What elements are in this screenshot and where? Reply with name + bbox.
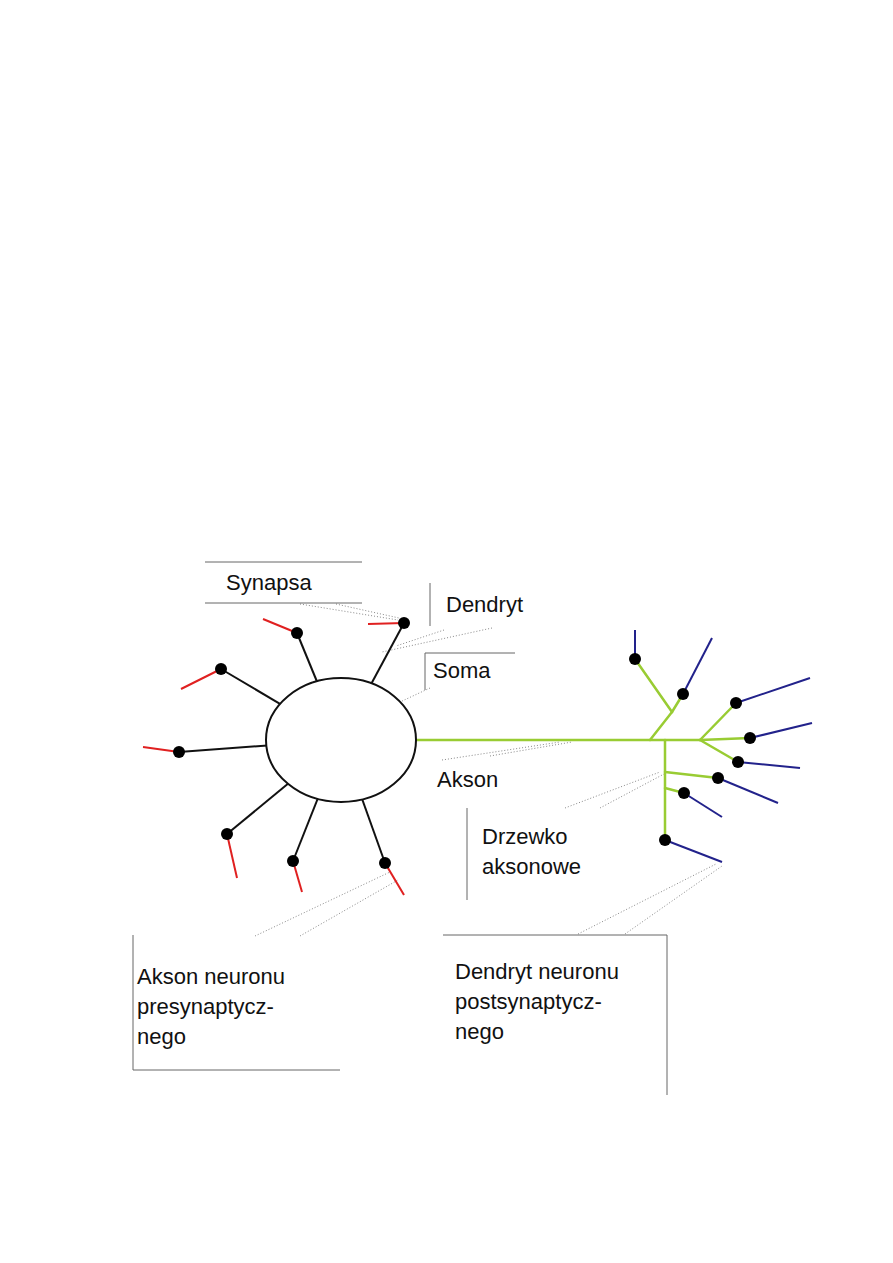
- synapse-dot: [215, 663, 227, 675]
- postsynaptic-dendrites: [635, 630, 812, 862]
- leader-line: [300, 880, 398, 936]
- axon-branch: [635, 659, 672, 712]
- synapse-dot: [398, 617, 410, 629]
- figure-ground: [133, 562, 815, 1096]
- bracket-line: [667, 935, 668, 1095]
- postsynaptic-dendrite: [665, 840, 722, 862]
- presynaptic-axon: [227, 834, 237, 878]
- leader-line: [565, 772, 660, 808]
- synapse-dot: [287, 855, 299, 867]
- postsynaptic-dendrite: [684, 793, 722, 817]
- bracket-line: [430, 583, 431, 626]
- synapse-dot: [732, 756, 744, 768]
- postsynaptic-dendrite: [750, 723, 812, 738]
- leader-line: [255, 872, 390, 936]
- bracket-line: [467, 808, 468, 900]
- part-label: Drzewko aksonowe: [482, 822, 632, 882]
- leader-line: [396, 630, 444, 646]
- bracket-line: [133, 935, 134, 1070]
- postsynaptic-dendrite: [736, 678, 810, 703]
- synapse-dot: [712, 772, 724, 784]
- synapse-dot: [677, 688, 689, 700]
- axon-and-tree: [416, 659, 750, 840]
- part-label: Akson neuronu presynaptycz- nego: [137, 962, 315, 1052]
- leader-line: [578, 864, 716, 934]
- synapse-dot: [173, 746, 185, 758]
- leader-line: [625, 866, 722, 934]
- bracket-line: [205, 562, 362, 563]
- axon-branch: [650, 712, 672, 740]
- synapse-dot: [629, 653, 641, 665]
- part-label: Dendryt neuronu postsynaptycz- nego: [455, 957, 645, 1047]
- leader-line: [400, 688, 430, 702]
- axon-branch: [700, 738, 750, 740]
- presynaptic-axon: [181, 669, 221, 689]
- part-label: Akson: [437, 765, 537, 795]
- leader-line: [300, 604, 398, 620]
- part-label: Dendryt: [446, 590, 566, 620]
- soma: [266, 678, 416, 802]
- axon: [416, 739, 700, 742]
- part-label: Soma: [433, 656, 533, 686]
- bracket-line: [205, 603, 362, 604]
- synapse-dot: [678, 787, 690, 799]
- bracket-line: [425, 653, 515, 654]
- synapses: [173, 617, 756, 869]
- synapse-dot: [221, 828, 233, 840]
- axon-branch: [664, 740, 667, 840]
- leader-line: [490, 742, 572, 756]
- postsynaptic-dendrite: [683, 638, 712, 694]
- postsynaptic-dendrite: [718, 778, 778, 803]
- axon-branch: [700, 740, 738, 762]
- axon-branch: [665, 772, 718, 778]
- synapse-dot: [730, 697, 742, 709]
- synapse-dot: [379, 857, 391, 869]
- label-brackets: [133, 562, 667, 1095]
- axon-branch: [700, 703, 736, 740]
- leader-line: [600, 774, 664, 808]
- postsynaptic-dendrite: [738, 762, 800, 768]
- synapse-dot: [659, 834, 671, 846]
- leader-line: [442, 742, 560, 760]
- bracket-line: [425, 653, 426, 690]
- synapse-dot: [291, 627, 303, 639]
- leader-line: [336, 604, 399, 618]
- leader-lines: [255, 604, 722, 936]
- bracket-line: [133, 1070, 340, 1071]
- synapse-dot: [744, 732, 756, 744]
- bracket-line: [443, 935, 667, 936]
- part-label: Synapsa: [226, 568, 356, 598]
